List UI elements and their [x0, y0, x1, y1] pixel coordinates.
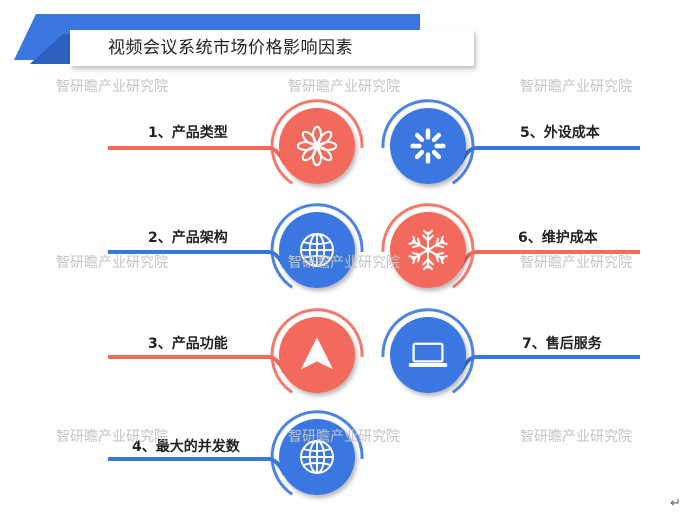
- factor-label-5: 5、外设成本: [520, 125, 600, 141]
- watermark-text: 智研瞻产业研究院: [520, 79, 632, 95]
- factor-2: [108, 203, 364, 289]
- ring-arc: [270, 410, 364, 496]
- factor-label-3: 3、产品功能: [148, 336, 228, 352]
- title-banner: [14, 14, 474, 66]
- title-bar-blue-tail: [30, 34, 70, 64]
- watermark-text: 智研瞻产业研究院: [56, 79, 168, 95]
- factor-5: [381, 99, 640, 185]
- ring-arc: [381, 203, 475, 289]
- connector-line: [108, 355, 287, 374]
- ring-arc: [270, 203, 364, 289]
- factor-label-4: 4、最大的并发数: [132, 439, 240, 455]
- factor-label-7: 7、售后服务: [522, 336, 602, 352]
- return-mark: ↵: [670, 496, 681, 511]
- connector-line: [108, 146, 287, 165]
- watermark-text: 智研瞻产业研究院: [288, 429, 400, 445]
- factor-1: [108, 99, 364, 185]
- factor-label-6: 6、维护成本: [518, 230, 598, 246]
- ring-arc: [381, 308, 475, 394]
- page-title: 视频会议系统市场价格影响因素: [108, 38, 353, 58]
- watermark-text: 智研瞻产业研究院: [56, 429, 168, 445]
- title-bar-blue: [14, 14, 420, 60]
- factor-3: [108, 308, 364, 394]
- watermark-text: 智研瞻产业研究院: [56, 255, 168, 271]
- connector-line: [108, 457, 287, 476]
- ring-arc: [270, 308, 364, 394]
- factor-6: [381, 203, 640, 289]
- ring-arc: [270, 99, 364, 185]
- watermark-text: 智研瞻产业研究院: [288, 255, 400, 271]
- watermark-text: 智研瞻产业研究院: [288, 79, 400, 95]
- factor-7: [381, 308, 640, 394]
- watermark-text: 智研瞻产业研究院: [520, 429, 632, 445]
- connector-line: [458, 146, 640, 165]
- factor-4: [108, 410, 364, 496]
- ring-arc: [381, 99, 475, 185]
- connector-line: [458, 355, 640, 374]
- factor-circle: [390, 317, 466, 393]
- watermark-text: 智研瞻产业研究院: [520, 255, 632, 271]
- factor-circle: [390, 108, 466, 184]
- factor-label-2: 2、产品架构: [148, 230, 228, 246]
- title-card: [70, 30, 474, 66]
- factor-label-1: 1、产品类型: [148, 125, 228, 141]
